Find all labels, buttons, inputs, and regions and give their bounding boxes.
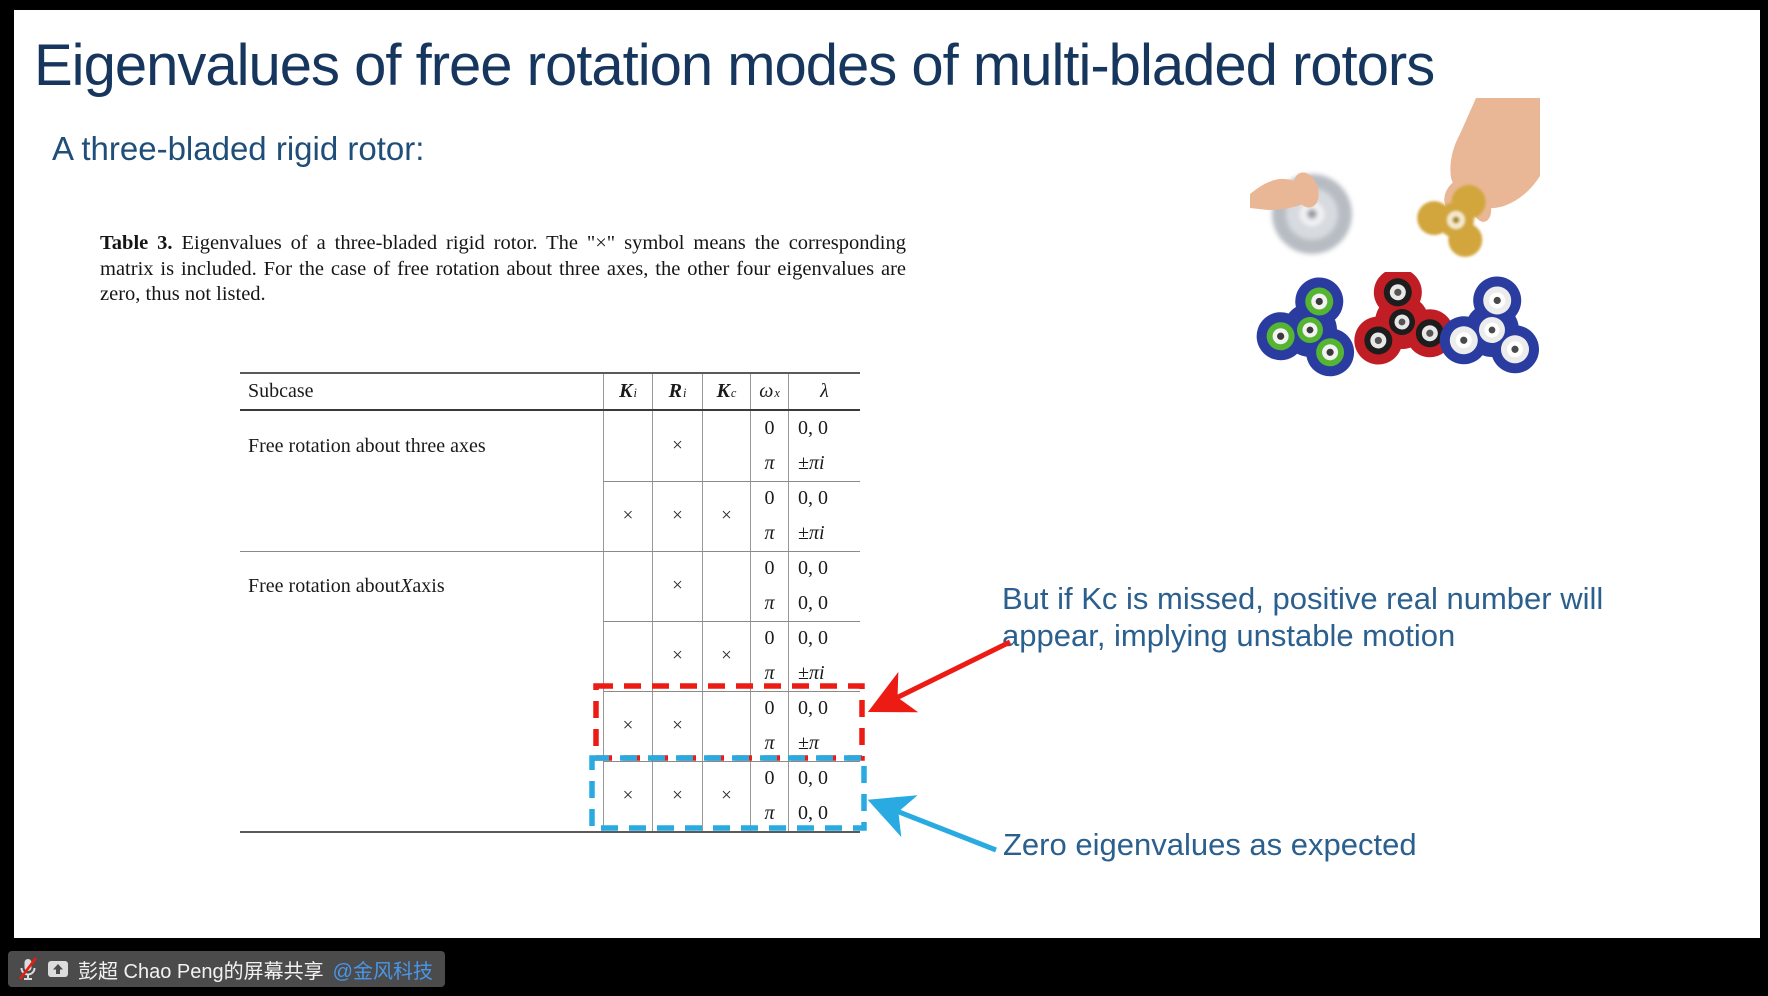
table-omega-value: π (750, 516, 788, 551)
table-mark-Ri: × (652, 761, 702, 831)
table-mark-Ki (603, 411, 652, 481)
pressing-hand (1250, 172, 1319, 210)
table-mark-Ri: × (652, 621, 702, 691)
red-arrow (867, 639, 1012, 713)
table-mark-Kc: × (702, 621, 750, 691)
screen-share-banner[interactable]: 彭超 Chao Peng的屏幕共享 @金风科技 (8, 951, 445, 987)
table-mark-Ki: × (603, 761, 652, 831)
table-subcase (240, 621, 603, 691)
gold-spinner (1417, 184, 1486, 257)
table-omega-value: π (750, 796, 788, 831)
table-lambda-value: ±πi (788, 516, 860, 551)
table-subcase (240, 761, 603, 831)
table-mark-Ki (603, 551, 652, 621)
table-mark-Kc (702, 551, 750, 621)
blue-green-spinner (1256, 277, 1355, 377)
table-caption: Table 3. Eigenvalues of a three-bladed r… (100, 231, 906, 308)
table-header-lambda: λ (788, 374, 860, 409)
table-mark-Ki: × (603, 691, 652, 761)
screen-share-icon (48, 961, 68, 977)
table-subcase (240, 691, 603, 761)
table-mark-Ki: × (603, 481, 652, 551)
table-lambda-value: 0, 0 (788, 481, 860, 516)
blue-white-spinner (1439, 276, 1540, 374)
table-header-subcase: Subcase (248, 380, 314, 402)
table-omega-value: π (750, 446, 788, 481)
table-lambda-value: 0, 0 (788, 551, 860, 586)
slide-subtitle: A three-bladed rigid rotor: (52, 130, 425, 167)
fidget-spinners-photo (1252, 272, 1544, 384)
blue-arrow (867, 795, 997, 853)
table-caption-label: Table 3. (100, 232, 173, 254)
table-lambda-value: 0, 0 (788, 586, 860, 621)
annotation-zero: Zero eigenvalues as expected (1003, 827, 1417, 862)
share-bar-text: 彭超 Chao Peng的屏幕共享 (78, 960, 324, 983)
table-omega-value: π (750, 726, 788, 761)
table-mark-Ri: × (652, 551, 702, 621)
table-subcase: Free rotation about X axis (248, 574, 445, 597)
table-lambda-value: ±π (788, 726, 860, 761)
page-title: Eigenvalues of free rotation modes of mu… (34, 33, 1435, 98)
table-subcase (240, 481, 603, 551)
table-lambda-value: ±πi (788, 446, 860, 481)
table-mark-Ki (603, 621, 652, 691)
table-lambda-value: 0, 0 (788, 796, 860, 831)
table-mark-Ri: × (652, 411, 702, 481)
table-lambda-value: 0, 0 (788, 691, 860, 726)
microphone-muted-icon (18, 957, 38, 980)
table-mark-Kc (702, 691, 750, 761)
presentation-slide: Eigenvalues of free rotation modes of mu… (14, 10, 1760, 938)
table-lambda-value: 0, 0 (788, 621, 860, 656)
table-omega-value: π (750, 656, 788, 691)
annotation-unstable: But if Kc is missed, positive real numbe… (1002, 581, 1604, 654)
table-mark-Kc (702, 411, 750, 481)
table-omega-value: 0 (750, 551, 788, 586)
table-lambda-value: 0, 0 (788, 411, 860, 446)
table-omega-value: π (750, 586, 788, 621)
table-omega-value: 0 (750, 691, 788, 726)
table-subcase: Free rotation about three axes (248, 434, 486, 457)
table-omega-value: 0 (750, 621, 788, 656)
table-omega-value: 0 (750, 481, 788, 516)
hand-spinner-photo (1250, 98, 1540, 270)
red-spinner (1354, 272, 1454, 365)
table-caption-text: Eigenvalues of a three-bladed rigid roto… (100, 232, 906, 305)
table-omega-value: 0 (750, 761, 788, 796)
table-lambda-value: ±πi (788, 656, 860, 691)
table-mark-Kc: × (702, 481, 750, 551)
table-mark-Ri: × (652, 691, 702, 761)
table-omega-value: 0 (750, 411, 788, 446)
table-mark-Kc: × (702, 761, 750, 831)
table-lambda-value: 0, 0 (788, 761, 860, 796)
table-mark-Ri: × (652, 481, 702, 551)
share-bar-mention[interactable]: @金风科技 (332, 960, 433, 983)
